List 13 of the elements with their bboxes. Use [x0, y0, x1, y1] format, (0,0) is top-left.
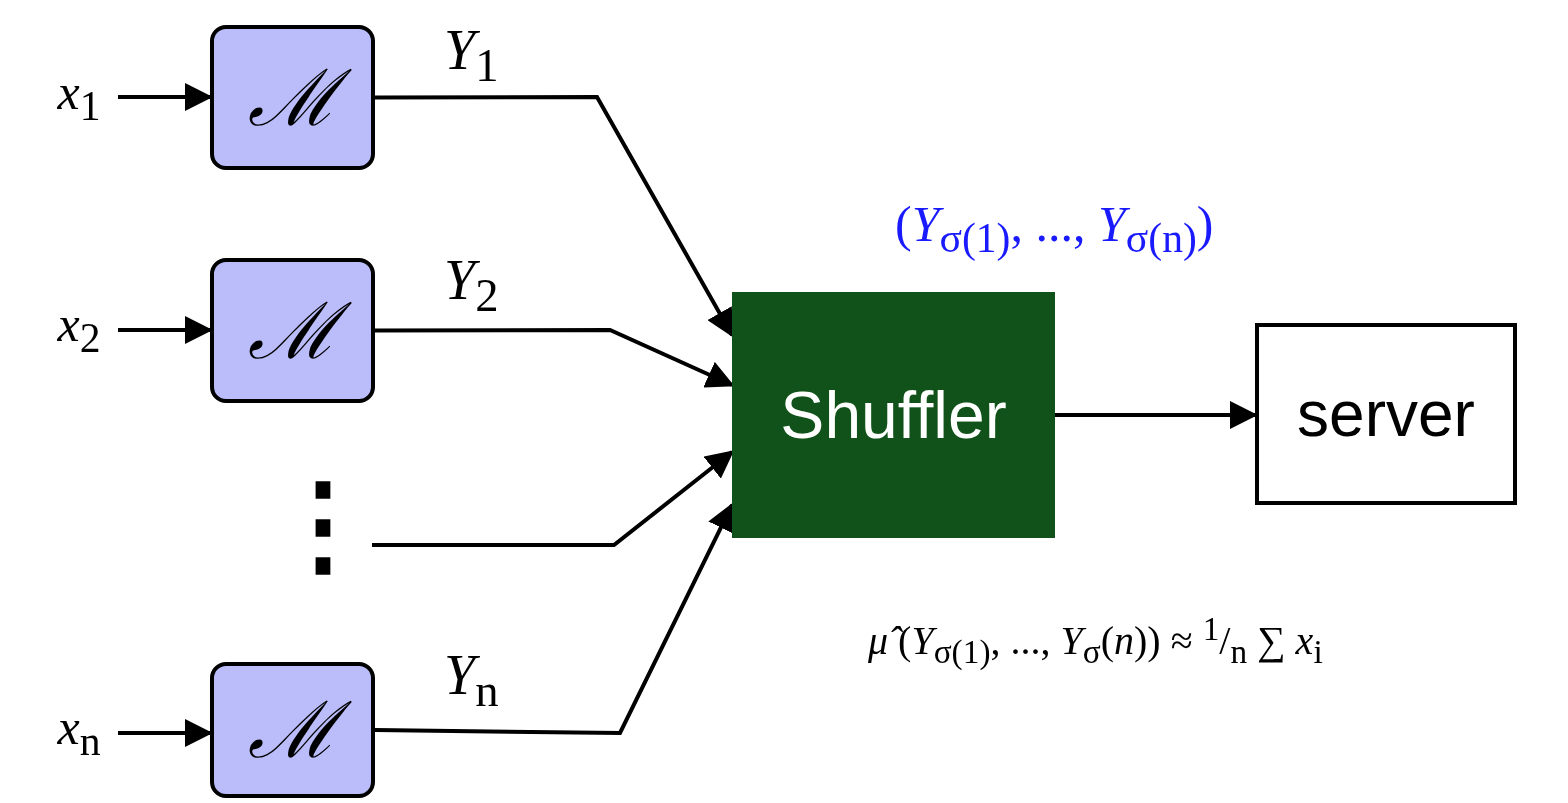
ellipsis-label: ⋮ — [268, 470, 378, 580]
variable-label: x$_{2}$ — [40, 300, 118, 358]
variable-label: x$_{n}$ — [40, 703, 118, 761]
estimate-formula: μ̂ (Y$_{σ(1)}$, ..., Y$_{σ}$(n)) ≈ $^{1}$/$_{n}$ ∑ x$_{i}$ — [868, 610, 1323, 672]
server-box: server — [1255, 323, 1517, 505]
mechanism-box: ℳ — [210, 25, 375, 170]
variable-label: x$_{1}$ — [40, 68, 118, 126]
shuffler-box: Shuffler — [732, 292, 1055, 538]
mechanism-box: ℳ — [210, 662, 375, 798]
mechanism-box: ℳ — [210, 258, 375, 403]
output-tuple-label: (Y$_{σ(1)}$, ..., Y$_{σ(n)}$) — [895, 195, 1214, 262]
arrow — [374, 502, 734, 735]
arrow — [375, 95, 734, 338]
